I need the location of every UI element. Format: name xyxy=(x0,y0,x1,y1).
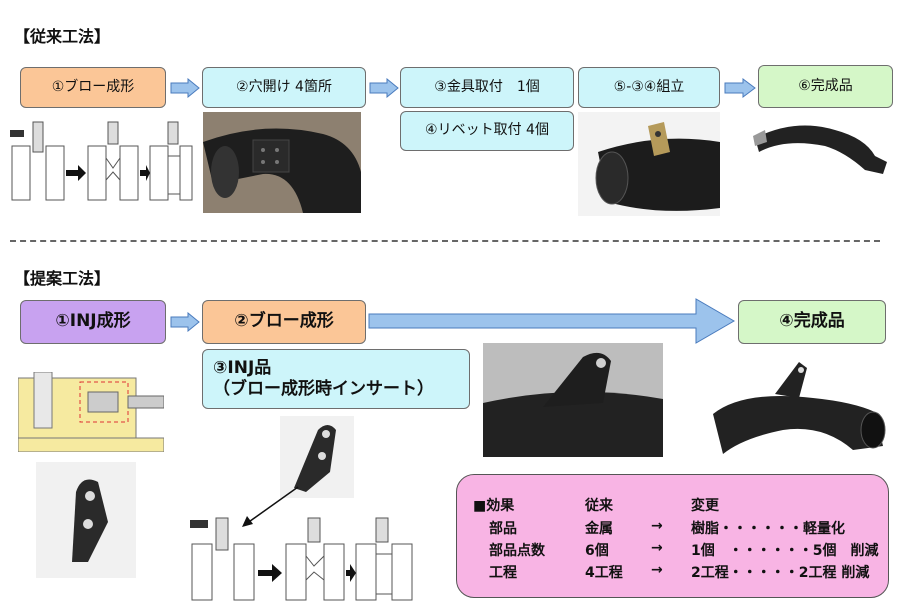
summary-row: 部品点数 6個 → 1個 ・・・・・・5個 削減 xyxy=(457,540,888,560)
conv-step-blow-molding: ①ブロー成形 xyxy=(20,67,166,108)
proposed-heading: 【提案工法】 xyxy=(14,269,111,288)
summary-row-after: 1個 ・・・・・・5個 削減 xyxy=(691,543,879,559)
flow-arrow xyxy=(369,78,399,98)
summary-row-before: 金属 xyxy=(585,521,613,537)
prop-step-blow-molding: ②ブロー成形 xyxy=(202,300,366,344)
summary-header-effect: ■効果 xyxy=(473,498,515,514)
blow-molding-schematic xyxy=(10,121,193,201)
flow-arrow xyxy=(170,312,200,332)
inserted-bracket-photo xyxy=(483,343,663,457)
summary-row-label: 部品点数 xyxy=(489,543,545,559)
flow-arrow xyxy=(170,78,200,98)
summary-row: 工程 4工程 → 2工程・・・・・2工程 削減 xyxy=(457,562,888,582)
inj-part-photo xyxy=(280,416,354,498)
conv-finished-photo xyxy=(745,112,895,184)
conventional-heading: 【従来工法】 xyxy=(14,27,111,46)
effects-summary: ■効果 従来 変更 部品 金属 → 樹脂・・・・・・軽量化 部品点数 6個 → … xyxy=(456,474,889,598)
long-flow-arrow xyxy=(368,298,735,344)
summary-header-before: 従来 xyxy=(585,498,613,514)
insert-blow-molding-schematic xyxy=(190,517,413,601)
summary-row-arrow: → xyxy=(651,562,663,578)
summary-row-label: 部品 xyxy=(489,521,517,537)
summary-header-row: ■効果 従来 変更 xyxy=(457,495,888,515)
flow-arrow xyxy=(724,78,756,98)
prop-step-finished: ④完成品 xyxy=(738,300,886,344)
summary-row-arrow: → xyxy=(651,518,663,534)
prop-step-inj-molding: ①INJ成形 xyxy=(20,300,166,344)
summary-row-after: 樹脂・・・・・・軽量化 xyxy=(691,521,845,537)
summary-row-before: 4工程 xyxy=(585,565,623,581)
assembled-duct-photo xyxy=(578,112,720,216)
summary-row: 部品 金属 → 樹脂・・・・・・軽量化 xyxy=(457,518,888,538)
summary-row-after: 2工程・・・・・2工程 削減 xyxy=(691,565,870,581)
drilled-duct-photo xyxy=(203,112,361,213)
conv-step-drilling: ②穴開け 4箇所 xyxy=(202,67,366,108)
conv-step-finished: ⑥完成品 xyxy=(758,65,893,108)
prop-finished-photo xyxy=(703,354,895,458)
inj-part-note: （ブロー成形時インサート） xyxy=(213,379,434,399)
summary-row-before: 6個 xyxy=(585,543,609,559)
summary-row-label: 工程 xyxy=(489,565,517,581)
conv-step-assembly: ⑤-③④組立 xyxy=(578,67,720,108)
insert-arrow xyxy=(242,486,299,527)
inj-bracket-photo xyxy=(36,462,136,578)
inj-part-title: ③INJ品 xyxy=(213,357,272,378)
prop-step-inj-part: ③INJ品 （ブロー成形時インサート） xyxy=(202,349,470,409)
section-divider xyxy=(10,240,880,242)
inj-mold-schematic xyxy=(18,372,164,452)
conv-step-rivet: ④リベット取付 4個 xyxy=(400,111,574,151)
summary-header-after: 変更 xyxy=(691,498,719,514)
summary-row-arrow: → xyxy=(651,540,663,556)
conv-step-bracket: ③金具取付 1個 xyxy=(400,67,574,108)
